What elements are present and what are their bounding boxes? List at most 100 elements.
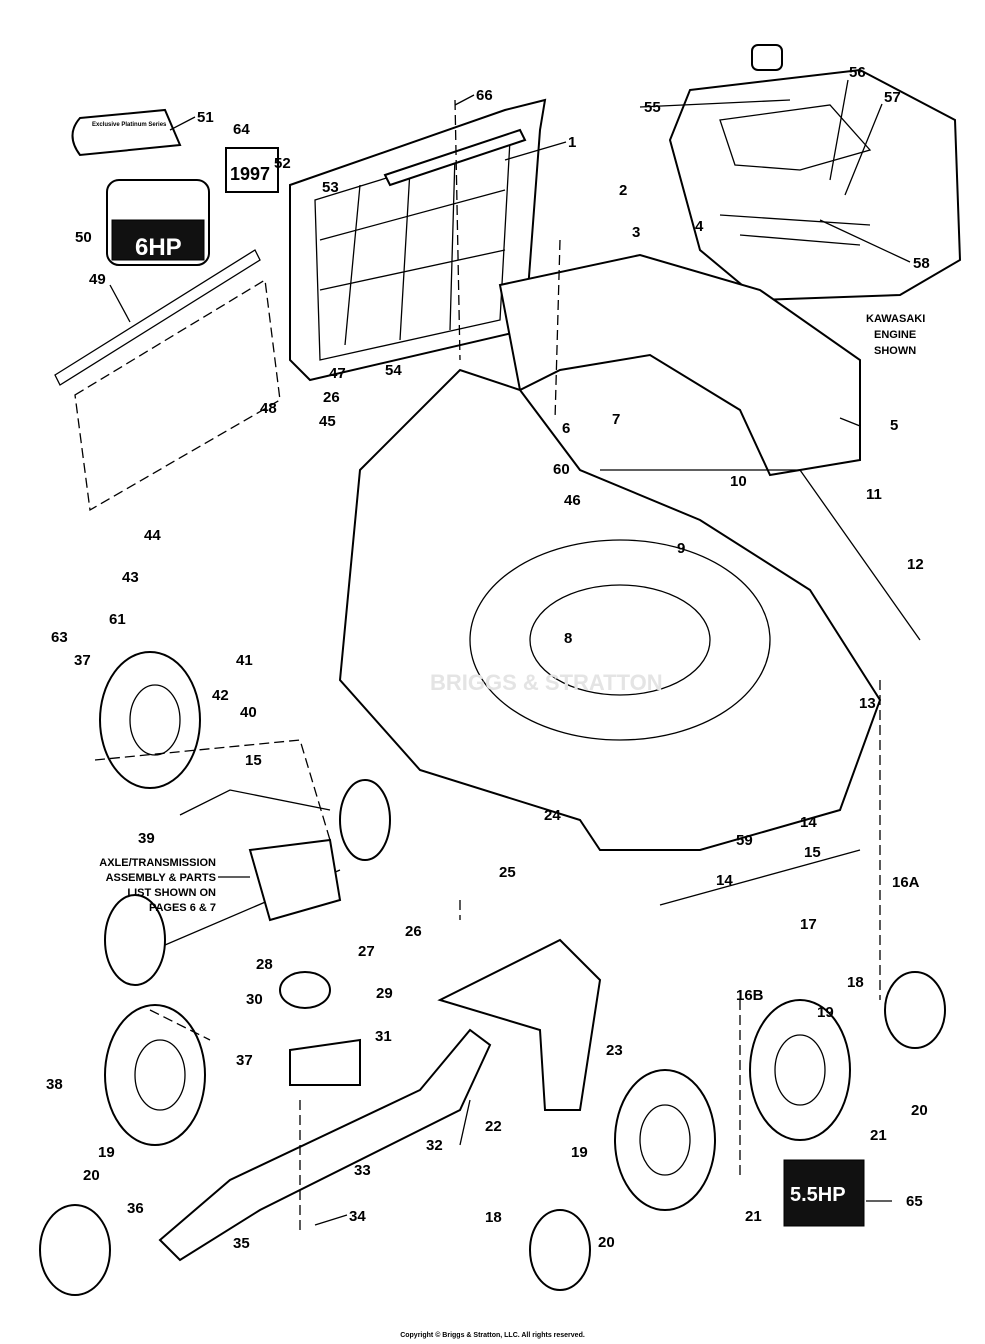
callout: 8 bbox=[564, 630, 572, 647]
callout: 37 bbox=[236, 1052, 253, 1069]
callout: 6 bbox=[562, 420, 570, 437]
callout: 52 bbox=[274, 155, 291, 172]
callout: 49 bbox=[89, 271, 106, 288]
callout: 60 bbox=[553, 461, 570, 478]
callout: 38 bbox=[46, 1076, 63, 1093]
callout: 10 bbox=[730, 473, 747, 490]
callout: 1 bbox=[568, 134, 576, 151]
callout: 48 bbox=[260, 400, 277, 417]
callout: 3 bbox=[632, 224, 640, 241]
callout: 21 bbox=[870, 1127, 887, 1144]
svg-text:Exclusive Platinum Series: Exclusive Platinum Series bbox=[92, 122, 167, 128]
front-baffle bbox=[437, 938, 602, 1111]
callout: 20 bbox=[83, 1167, 100, 1184]
callout: 66 bbox=[476, 87, 493, 104]
year-decal: 1997 bbox=[225, 147, 279, 193]
copyright-footer: Copyright © Briggs & Stratton, LLC. All … bbox=[400, 1332, 585, 1339]
height-adjuster-rod-front bbox=[659, 849, 861, 906]
callout: 9 bbox=[677, 540, 685, 557]
callout: 26 bbox=[323, 389, 340, 406]
callout: 31 bbox=[375, 1028, 392, 1045]
callout: 7 bbox=[612, 411, 620, 428]
callout: 14 bbox=[716, 872, 733, 889]
axle-transmission bbox=[104, 779, 391, 986]
callout: 43 bbox=[122, 569, 139, 586]
callout: 4 bbox=[695, 218, 704, 235]
callout: 59 bbox=[736, 832, 753, 849]
callouts: 51 66 64 1 52 53 2 50 3 4 55 56 57 58 49… bbox=[46, 64, 930, 1252]
callout: 41 bbox=[236, 652, 253, 669]
callout: 47 bbox=[329, 365, 346, 382]
svg-text:6HP: 6HP bbox=[135, 234, 182, 261]
callout: 26 bbox=[405, 923, 422, 940]
svg-text:ENGINE: ENGINE bbox=[874, 329, 916, 341]
wheels bbox=[39, 651, 946, 1296]
callout: 21 bbox=[745, 1208, 762, 1225]
series-decal: Exclusive Platinum Series bbox=[71, 108, 182, 157]
callout: 32 bbox=[426, 1137, 443, 1154]
grass-bag-frame bbox=[289, 98, 547, 382]
callout: 46 bbox=[564, 492, 581, 509]
svg-text:AXLE/TRANSMISSION: AXLE/TRANSMISSION bbox=[99, 857, 216, 869]
callout: 17 bbox=[800, 916, 817, 933]
callout: 18 bbox=[485, 1209, 502, 1226]
callout: 23 bbox=[606, 1042, 623, 1059]
engine bbox=[668, 44, 962, 302]
callout: 63 bbox=[51, 629, 68, 646]
callout: 16A bbox=[892, 874, 920, 891]
callout: 54 bbox=[385, 362, 402, 379]
callout: 36 bbox=[127, 1200, 144, 1217]
callout: 11 bbox=[866, 486, 882, 503]
callout: 13 bbox=[859, 695, 876, 712]
callout: 50 bbox=[75, 229, 92, 246]
callout: 53 bbox=[322, 179, 339, 196]
hp-decal-6: 6HP bbox=[106, 179, 210, 266]
callout: 44 bbox=[144, 527, 161, 544]
svg-text:SHOWN: SHOWN bbox=[874, 345, 916, 357]
callout: 56 bbox=[849, 64, 866, 81]
callout: 5 bbox=[890, 417, 898, 434]
discharge-deflector bbox=[498, 253, 861, 477]
callout: 65 bbox=[906, 1193, 923, 1210]
callout: 64 bbox=[233, 121, 250, 138]
callout: 14 bbox=[800, 814, 817, 831]
callout: 29 bbox=[376, 985, 393, 1002]
callout: 15 bbox=[245, 752, 262, 769]
engine-note: KAWASAKI ENGINE SHOWN bbox=[866, 313, 925, 357]
bag-side-panel bbox=[54, 249, 281, 512]
svg-text:ASSEMBLY & PARTS: ASSEMBLY & PARTS bbox=[106, 872, 216, 884]
callout: 2 bbox=[619, 182, 627, 199]
callout: 16B bbox=[736, 987, 764, 1004]
mower-deck: BRIGGS & STRATTON bbox=[338, 368, 882, 851]
callout: 55 bbox=[644, 99, 661, 116]
callout: 19 bbox=[817, 1004, 834, 1021]
callout: 22 bbox=[485, 1118, 502, 1135]
blade bbox=[158, 1028, 492, 1262]
callout: 19 bbox=[98, 1144, 115, 1161]
callout: 58 bbox=[913, 255, 930, 272]
svg-text:PAGES 6 & 7: PAGES 6 & 7 bbox=[149, 902, 216, 914]
callout: 20 bbox=[598, 1234, 615, 1251]
callout: 15 bbox=[804, 844, 821, 861]
callout: 12 bbox=[907, 556, 924, 573]
callout: 61 bbox=[109, 611, 126, 628]
callout: 24 bbox=[544, 807, 561, 824]
hp-decal-5: 5.5HP bbox=[783, 1159, 865, 1227]
svg-text:1997: 1997 bbox=[230, 164, 270, 184]
callout: 33 bbox=[354, 1162, 371, 1179]
callout: 28 bbox=[256, 956, 273, 973]
blade-adapter bbox=[279, 971, 361, 1086]
callout: 45 bbox=[319, 413, 336, 430]
svg-text:KAWASAKI: KAWASAKI bbox=[866, 313, 925, 325]
callout: 20 bbox=[911, 1102, 928, 1119]
callout: 57 bbox=[884, 89, 901, 106]
height-adjuster-rod-rear bbox=[600, 469, 921, 641]
callout: 37 bbox=[74, 652, 91, 669]
svg-text:5.5HP: 5.5HP bbox=[790, 1184, 846, 1206]
callout: 25 bbox=[499, 864, 516, 881]
callout: 27 bbox=[358, 943, 375, 960]
callout: 34 bbox=[349, 1208, 366, 1225]
callout: 30 bbox=[246, 991, 263, 1008]
